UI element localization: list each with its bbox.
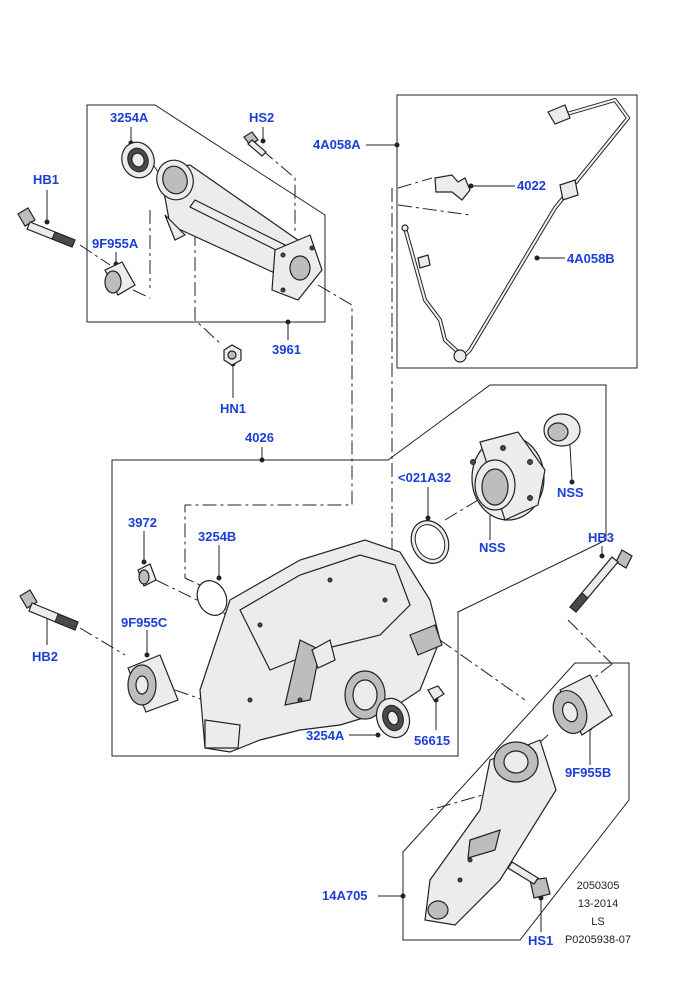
label-56615: 56615	[414, 733, 451, 748]
part-seal-3254a-top	[121, 141, 155, 179]
part-bushing-9f955a	[104, 261, 136, 296]
axis-9f955a	[132, 210, 151, 299]
label-nss-flange: NSS	[479, 540, 506, 555]
label-nss-nut: NSS	[557, 485, 584, 500]
part-plug-56615	[427, 685, 445, 701]
part-hub-flange-nss	[470, 431, 546, 521]
label-9f955b: 9F955B	[565, 765, 612, 780]
footer-number: 2050305	[576, 880, 620, 892]
label-9f955a: 9F955A	[92, 236, 139, 251]
label-4026: 4026	[245, 430, 274, 445]
part-breather-pipe	[401, 98, 630, 363]
label-4022: 4022	[517, 178, 546, 193]
frame-4a058-group	[396, 94, 638, 369]
footer-reference: P0205938-07	[564, 934, 632, 946]
part-bushing-9f955c	[127, 654, 179, 713]
part-bolt-hb2	[19, 589, 79, 631]
axis-hn1	[194, 232, 223, 346]
part-differential-4026	[199, 539, 443, 753]
part-bushing-9f955b	[552, 674, 613, 736]
axis-4022	[397, 177, 471, 216]
label-3254a-bottom: 3254A	[306, 728, 345, 743]
label-3254a-top: 3254A	[110, 110, 149, 125]
part-seal-3254b	[196, 580, 228, 616]
label-3972: 3972	[128, 515, 157, 530]
part-mount-bracket-14a705	[424, 739, 557, 926]
axis-hs2	[261, 149, 296, 232]
part-screw-hs2	[243, 131, 267, 157]
label-hb3: HB3	[588, 530, 615, 545]
part-nut-hn1	[223, 344, 242, 366]
part-bolt-hb3	[569, 549, 633, 613]
part-bushing-3972	[137, 563, 157, 587]
part-housing-3961	[156, 159, 323, 301]
part-screw-hs1	[507, 861, 551, 899]
frame-14a705-group	[402, 662, 630, 941]
label-hs1: HS1	[528, 933, 554, 948]
label-hb1: HB1	[33, 172, 60, 187]
frame-3961-group	[86, 104, 326, 323]
part-seal-3254a-bottom	[375, 697, 411, 739]
label-3254b: 3254B	[198, 529, 237, 544]
label-021a32: <021A32	[398, 470, 452, 485]
label-9f955c: 9F955C	[121, 615, 168, 630]
part-nut-nss	[543, 413, 581, 447]
label-hn1: HN1	[220, 401, 247, 416]
label-3961: 3961	[272, 342, 301, 357]
group-frames	[86, 94, 638, 941]
part-o-ring-021a32	[410, 520, 450, 564]
axis-hb3	[567, 619, 613, 665]
label-14a705: 14A705	[322, 888, 368, 903]
axis-hb1	[79, 244, 111, 266]
axis-diff-right	[439, 639, 526, 701]
footer-date: 13-2014	[577, 898, 619, 910]
label-4a058a: 4A058A	[313, 137, 361, 152]
frame-4026-group	[111, 384, 607, 757]
label-hs2: HS2	[249, 110, 275, 125]
group-leader-lines	[46, 127, 603, 932]
part-bolt-hb1	[17, 207, 76, 248]
label-hb2: HB2	[32, 649, 59, 664]
axis-housing-to-diff	[184, 284, 353, 593]
label-4a058b: 4A058B	[567, 251, 615, 266]
axis-hb2	[79, 627, 126, 656]
axis-3972	[155, 579, 239, 621]
footer-initials: LS	[591, 916, 605, 928]
